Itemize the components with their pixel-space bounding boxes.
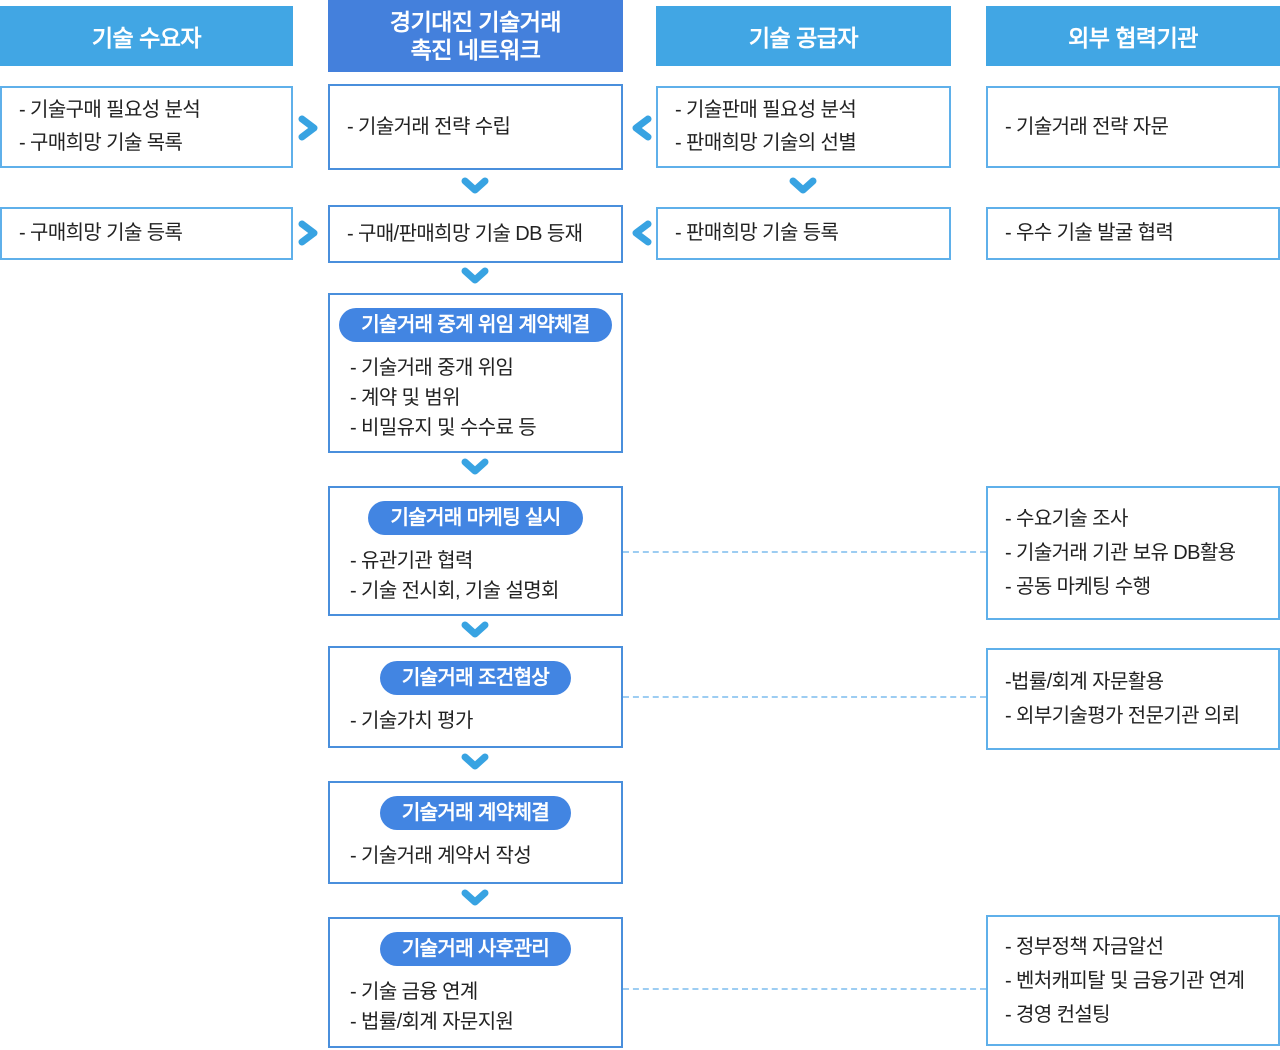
bullet-line: - 수요기술 조사 <box>1005 508 1128 530</box>
network-db-box: - 구매/판매희망 기술 DB 등재 <box>328 205 623 263</box>
header-label: 외부 협력기관 <box>1068 25 1198 51</box>
bullet-line: - 유관기관 협력 <box>350 550 473 572</box>
bullet-line: - 기술거래 계약서 작성 <box>350 845 532 867</box>
bullet-line: - 구매/판매희망 기술 DB 등재 <box>347 222 583 245</box>
step-contract-box: 기술거래 계약체결 - 기술거래 계약서 작성 <box>328 781 623 884</box>
step-title-badge: 기술거래 사후관리 <box>379 932 572 966</box>
header-external-partner: 외부 협력기관 <box>986 6 1280 66</box>
dashed-connector <box>623 988 986 990</box>
step-title-badge: 기술거래 마케팅 실시 <box>368 501 583 535</box>
bullet-line: - 외부기술평가 전문기관 의뢰 <box>1005 705 1240 727</box>
bullet-line: - 기술거래 기관 보유 DB활용 <box>1005 542 1236 564</box>
arrow-down-icon <box>460 753 490 771</box>
partner-advice-box: - 기술거래 전략 자문 <box>986 86 1280 168</box>
arrow-right-icon <box>297 220 320 246</box>
bullet-line: - 기술구매 필요성 분석 <box>19 99 201 121</box>
bullet-line: - 판매희망 기술 등록 <box>675 222 839 244</box>
step-title-badge: 기술거래 계약체결 <box>379 796 572 830</box>
arrow-down-icon <box>460 267 490 285</box>
arrow-down-icon <box>460 889 490 907</box>
header-label: 기술 수요자 <box>91 25 202 51</box>
partner-evaluation-support-box: -법률/회계 자문활용 - 외부기술평가 전문기관 의뢰 <box>986 648 1280 750</box>
bullet-line: - 기술 금융 연계 <box>350 981 478 1003</box>
dashed-connector <box>623 696 986 698</box>
bullet-line: - 기술거래 전략 수립 <box>347 115 511 138</box>
demander-register-box: - 구매희망 기술 등록 <box>0 207 293 260</box>
dashed-connector <box>623 551 986 553</box>
arrow-left-icon <box>630 220 653 246</box>
bullet-line: - 구매희망 기술 목록 <box>19 132 183 154</box>
bullet-line: - 기술거래 중개 위임 <box>350 357 514 379</box>
arrow-down-icon <box>460 458 490 476</box>
bullet-line: - 우수 기술 발굴 협력 <box>1005 222 1174 244</box>
header-label-line2: 촉진 네트워크 <box>410 37 541 63</box>
arrow-down-icon <box>460 621 490 639</box>
network-strategy-box: - 기술거래 전략 수립 <box>328 84 623 170</box>
arrow-down-icon <box>788 177 818 195</box>
step-marketing-box: 기술거래 마케팅 실시 - 유관기관 협력 - 기술 전시회, 기술 설명회 <box>328 486 623 616</box>
arrow-left-icon <box>630 115 653 141</box>
header-label-line1: 경기대진 기술거래 <box>389 9 562 35</box>
demander-analysis-box: - 기술구매 필요성 분석 - 구매희망 기술 목록 <box>0 86 293 168</box>
partner-marketing-support-box: - 수요기술 조사 - 기술거래 기관 보유 DB활용 - 공동 마케팅 수행 <box>986 486 1280 620</box>
bullet-line: - 정부정책 자금알선 <box>1005 935 1164 958</box>
bullet-line: - 기술판매 필요성 분석 <box>675 99 857 121</box>
partner-funding-support-box: - 정부정책 자금알선 - 벤처캐피탈 및 금융기관 연계 - 경영 컨설팅 <box>986 915 1280 1046</box>
bullet-line: - 법률/회계 자문지원 <box>350 1011 514 1033</box>
supplier-analysis-box: - 기술판매 필요성 분석 - 판매희망 기술의 선별 <box>656 86 951 168</box>
step-delegation-contract-box: 기술거래 중계 위임 계약체결 - 기술거래 중개 위임 - 계약 및 범위 -… <box>328 293 623 453</box>
partner-discovery-box: - 우수 기술 발굴 협력 <box>986 207 1280 260</box>
step-title-badge: 기술거래 중계 위임 계약체결 <box>339 308 612 342</box>
header-tech-supplier: 기술 공급자 <box>656 6 951 66</box>
bullet-line: - 구매희망 기술 등록 <box>19 222 183 244</box>
step-title-badge: 기술거래 조건협상 <box>379 661 572 695</box>
header-tech-demander: 기술 수요자 <box>0 6 293 66</box>
bullet-line: - 비밀유지 및 수수료 등 <box>350 417 537 439</box>
step-negotiation-box: 기술거래 조건협상 - 기술가치 평가 <box>328 646 623 748</box>
bullet-line: -법률/회계 자문활용 <box>1005 671 1164 693</box>
bullet-line: - 공동 마케팅 수행 <box>1005 576 1151 598</box>
header-label: 기술 공급자 <box>748 25 859 51</box>
bullet-line: - 계약 및 범위 <box>350 387 461 409</box>
bullet-line: - 판매희망 기술의 선별 <box>675 132 857 154</box>
step-aftercare-box: 기술거래 사후관리 - 기술 금융 연계 - 법률/회계 자문지원 <box>328 917 623 1048</box>
supplier-register-box: - 판매희망 기술 등록 <box>656 207 951 260</box>
bullet-line: - 기술가치 평가 <box>350 710 473 732</box>
arrow-down-icon <box>460 177 490 195</box>
arrow-right-icon <box>297 115 320 141</box>
header-network: 경기대진 기술거래 촉진 네트워크 <box>328 0 623 72</box>
bullet-line: - 기술거래 전략 자문 <box>1005 115 1169 138</box>
bullet-line: - 경영 컨설팅 <box>1005 1003 1111 1026</box>
bullet-line: - 기술 전시회, 기술 설명회 <box>350 580 559 602</box>
bullet-line: - 벤처캐피탈 및 금융기관 연계 <box>1005 969 1245 992</box>
